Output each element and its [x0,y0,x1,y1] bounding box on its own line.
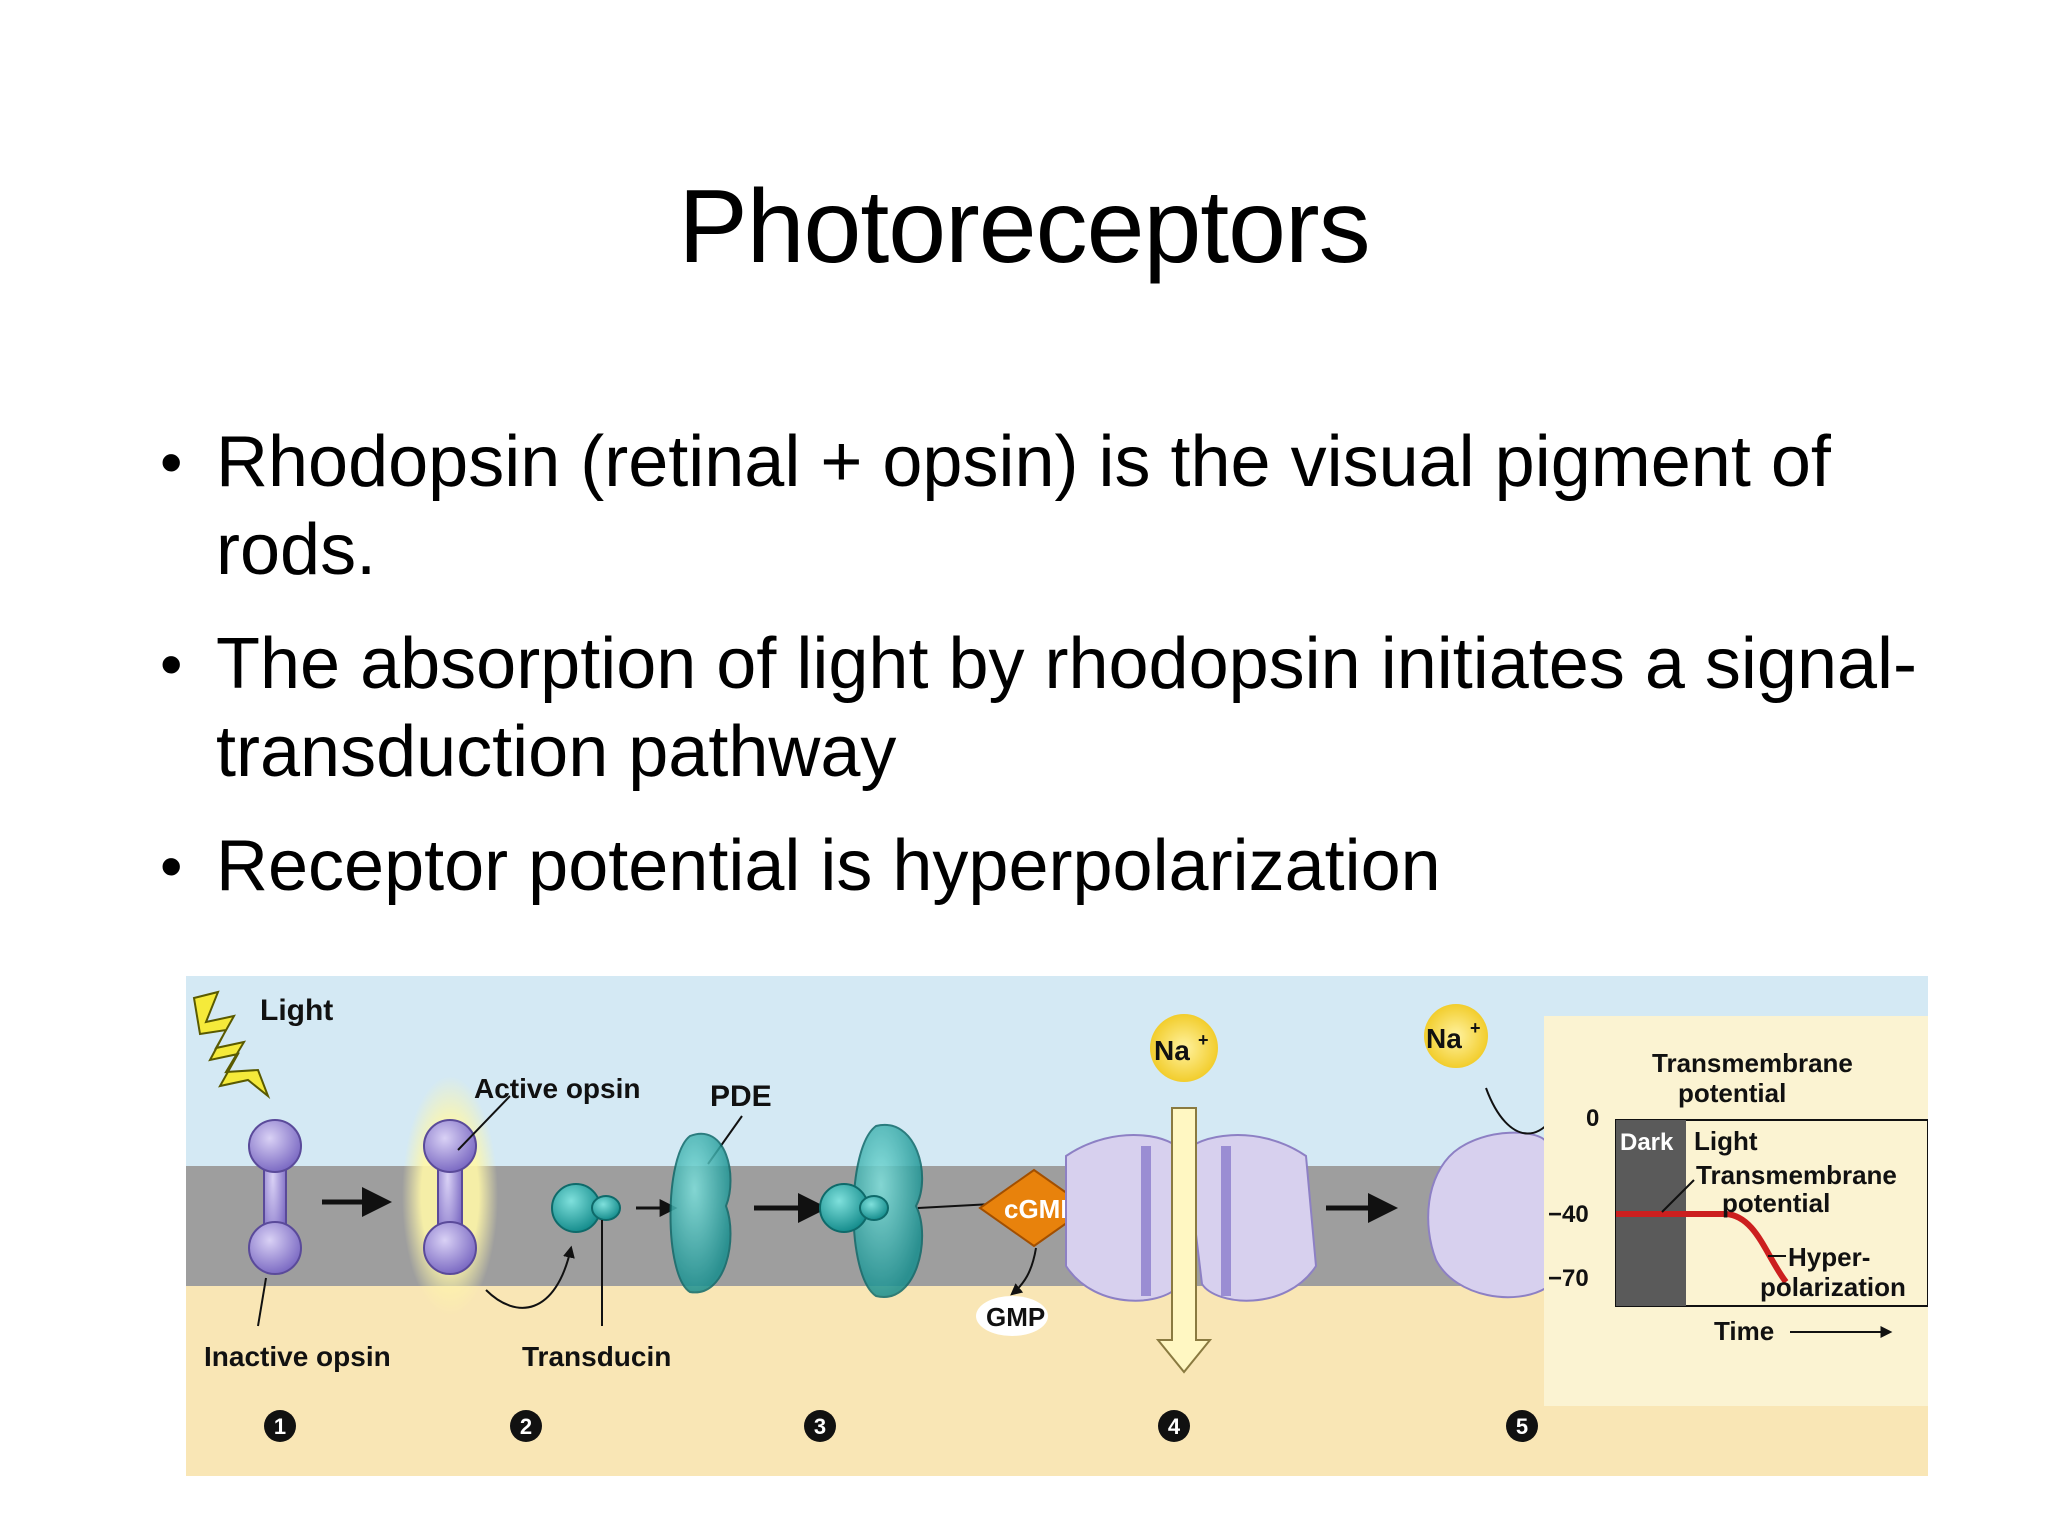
y-tick-minus70: −70 [1548,1265,1589,1292]
active-opsin-label: Active opsin [474,1073,640,1104]
step-marker-4: 4 [1158,1410,1190,1442]
na-sup-2: + [1470,1018,1481,1038]
active-opsin-pointer [457,1095,511,1151]
pde-label: PDE [710,1080,772,1113]
pde-icon [669,1132,732,1294]
inactive-opsin-icon [248,1119,302,1275]
transducin-pde-complex-icon [819,1123,924,1298]
active-opsin-icon [402,1076,498,1316]
phototransduction-diagram: Light Inactive opsin Active opsin PDE Tr… [186,976,1928,1476]
transducin-icon [551,1183,621,1233]
membrane-potential-curve [1616,1211,1789,1284]
na-label-2: Na [1426,1023,1462,1054]
graph-title-line2: potential [1678,1078,1786,1108]
y-tick-minus40: −40 [1548,1201,1589,1228]
curve-label-line2: potential [1722,1188,1830,1218]
curve-label-line1: Transmembrane [1696,1160,1897,1190]
bullet-item: • Rhodopsin (retinal + opsin) is the visu… [160,418,1920,594]
light-bolt-icon [192,990,271,1100]
bullet-item: • Receptor potential is hyperpolarization [160,822,1920,910]
svg-text:2: 2 [520,1414,532,1439]
hyper-label-line1: Hyper- [1788,1242,1870,1272]
svg-text:4: 4 [1168,1414,1181,1439]
slide-title: Photoreceptors [678,169,1370,285]
step-marker-5: 5 [1506,1410,1538,1442]
bullet-list: • Rhodopsin (retinal + opsin) is the visu… [160,418,1920,936]
light-label: Light [260,994,333,1027]
sodium-influx-arrow [1155,1107,1213,1374]
bullet-dot: • [160,830,183,902]
step-marker-1: 1 [264,1410,296,1442]
bullet-dot: • [160,426,183,498]
cgmp-to-gmp-arrow [1010,1247,1037,1296]
sodium-ion-icon [1150,1014,1218,1082]
bullet-text: Rhodopsin (retinal + opsin) is the visua… [216,422,1831,590]
phototransduction-figure: Light Inactive opsin Active opsin PDE Tr… [186,976,1928,1476]
sodium-ion-icon [1424,1004,1488,1068]
hyper-label-line2: polarization [1760,1272,1906,1302]
transducin-label: Transducin [522,1341,671,1372]
bullet-text: The absorption of light by rhodopsin ini… [216,624,1917,792]
svg-text:1: 1 [274,1414,286,1439]
gmp-bubble [976,1296,1048,1336]
curve-label-pointer [1661,1179,1695,1213]
na-label-1: Na [1154,1035,1190,1066]
step-marker-3: 3 [804,1410,836,1442]
bullet-dot: • [160,628,183,700]
transducin-activation-arrow [485,1245,575,1309]
graph-title-line1: Transmembrane [1652,1048,1853,1078]
svg-text:5: 5 [1516,1414,1528,1439]
svg-text:3: 3 [814,1414,826,1439]
pde-to-cgmp-line [917,1203,993,1209]
gmp-label: GMP [986,1302,1045,1332]
inactive-opsin-pointer [257,1277,267,1327]
bullet-text: Receptor potential is hyperpolarization [216,826,1441,906]
bullet-item: • The absorption of light by rhodopsin in… [160,620,1920,796]
open-sodium-channel-icon [1065,1134,1318,1302]
na-sup-1: + [1198,1030,1209,1050]
step-marker-2: 2 [510,1410,542,1442]
y-tick-0: 0 [1586,1105,1599,1132]
graph-light-label: Light [1694,1126,1758,1156]
inactive-opsin-label: Inactive opsin [204,1341,391,1372]
graph-xlabel: Time [1714,1316,1774,1346]
graph-dark-label: Dark [1620,1129,1674,1156]
